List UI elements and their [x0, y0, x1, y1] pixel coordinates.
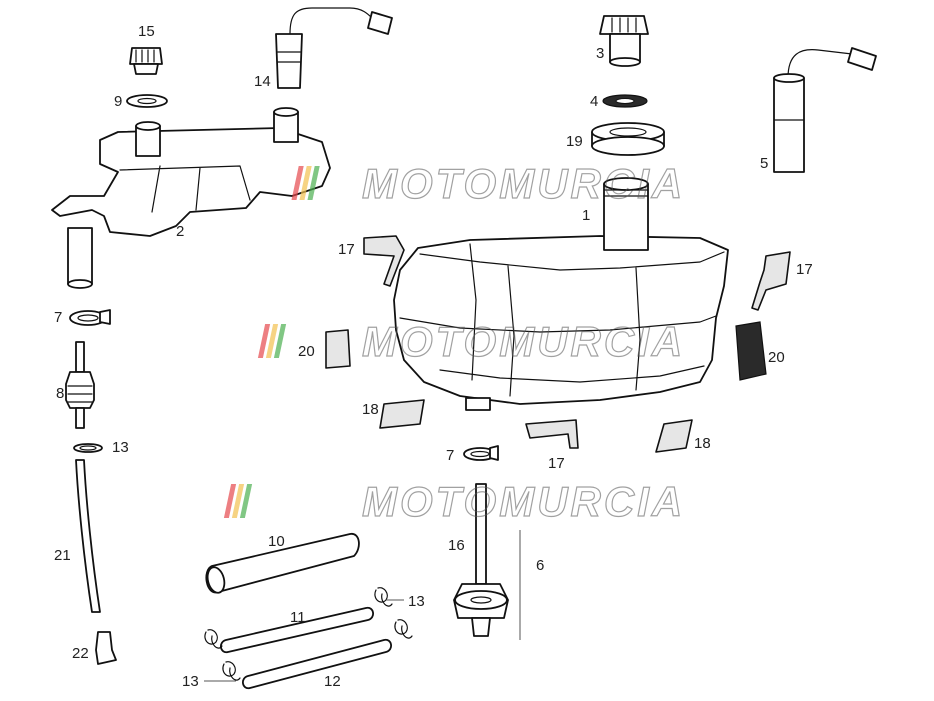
part-8-fuel-filter — [65, 341, 95, 429]
part-13-clip-left — [73, 443, 103, 453]
callout-18-left: 18 — [362, 401, 379, 418]
part-7-clamp-center — [463, 445, 499, 461]
callout-13-right: 13 — [408, 593, 425, 610]
callout-2: 2 — [176, 223, 184, 240]
part-20-pad-right — [735, 321, 767, 381]
part-7-clamp-left — [69, 309, 111, 326]
svg-text:MOTOMURCIA: MOTOMURCIA — [362, 478, 685, 525]
callout-1: 1 — [582, 207, 590, 224]
part-21-hose — [75, 459, 101, 613]
callouts: 15 9 14 2 7 8 13 21 22 3 4 19 5 1 17 17 … — [54, 23, 813, 690]
callout-14: 14 — [254, 73, 271, 90]
svg-text:MOTOMURCIA: MOTOMURCIA — [362, 318, 685, 365]
callout-21: 21 — [54, 547, 71, 564]
part-13-clips-group-right — [374, 587, 413, 639]
callout-9: 9 — [114, 93, 122, 110]
callout-10: 10 — [268, 533, 285, 550]
callout-17-bottom: 17 — [548, 455, 565, 472]
callout-3: 3 — [596, 45, 604, 62]
part-1-main-tank — [393, 177, 729, 411]
part-17-bracket-left — [363, 235, 405, 287]
callout-11: 11 — [290, 609, 306, 626]
leader-lines — [204, 530, 521, 682]
part-9-washer — [126, 94, 168, 108]
callout-6: 6 — [536, 557, 544, 574]
watermark-middle: MOTOMURCIA — [257, 317, 685, 366]
part-17-bracket-bottom — [525, 419, 579, 449]
part-4-washer — [602, 94, 648, 108]
svg-text:MOTOMURCIA: MOTOMURCIA — [362, 160, 685, 207]
part-11-hose — [220, 606, 374, 654]
part-18-pad-left — [379, 399, 425, 429]
callout-7-left: 7 — [54, 309, 62, 326]
callout-19: 19 — [566, 133, 583, 150]
callout-18-right: 18 — [694, 435, 711, 452]
callout-15: 15 — [138, 23, 155, 40]
part-19-seal — [591, 122, 665, 156]
part-2-upper-tank — [51, 107, 331, 289]
callout-20-left: 20 — [298, 343, 315, 360]
callout-22: 22 — [72, 645, 89, 662]
part-13-clips-group-left — [204, 629, 241, 681]
callout-16: 16 — [448, 537, 465, 554]
part-16-fuel-tap — [453, 483, 509, 637]
callout-7-center: 7 — [446, 447, 454, 464]
callout-20-right: 20 — [768, 349, 785, 366]
callout-17-right: 17 — [796, 261, 813, 278]
part-20-pad-left — [325, 329, 351, 369]
callout-5: 5 — [760, 155, 768, 172]
part-3-filler-cap — [599, 15, 649, 67]
part-14-sender — [275, 7, 393, 89]
part-18-pad-right — [655, 419, 693, 453]
part-22-connector — [95, 631, 117, 665]
watermark-top: MOTOMURCIA — [291, 159, 685, 208]
part-12-hose — [242, 638, 392, 690]
part-5-sender — [773, 47, 877, 173]
part-10-hose — [205, 533, 360, 594]
part-17-bracket-right — [751, 251, 791, 311]
callout-13-bottom: 13 — [182, 673, 199, 690]
callout-13-left: 13 — [112, 439, 129, 456]
part-15-cap — [129, 47, 163, 75]
callout-8: 8 — [56, 385, 64, 402]
callout-4: 4 — [590, 93, 598, 110]
watermark-bottom: MOTOMURCIA — [223, 477, 685, 526]
callout-17-left: 17 — [338, 241, 355, 258]
callout-12: 12 — [324, 673, 341, 690]
